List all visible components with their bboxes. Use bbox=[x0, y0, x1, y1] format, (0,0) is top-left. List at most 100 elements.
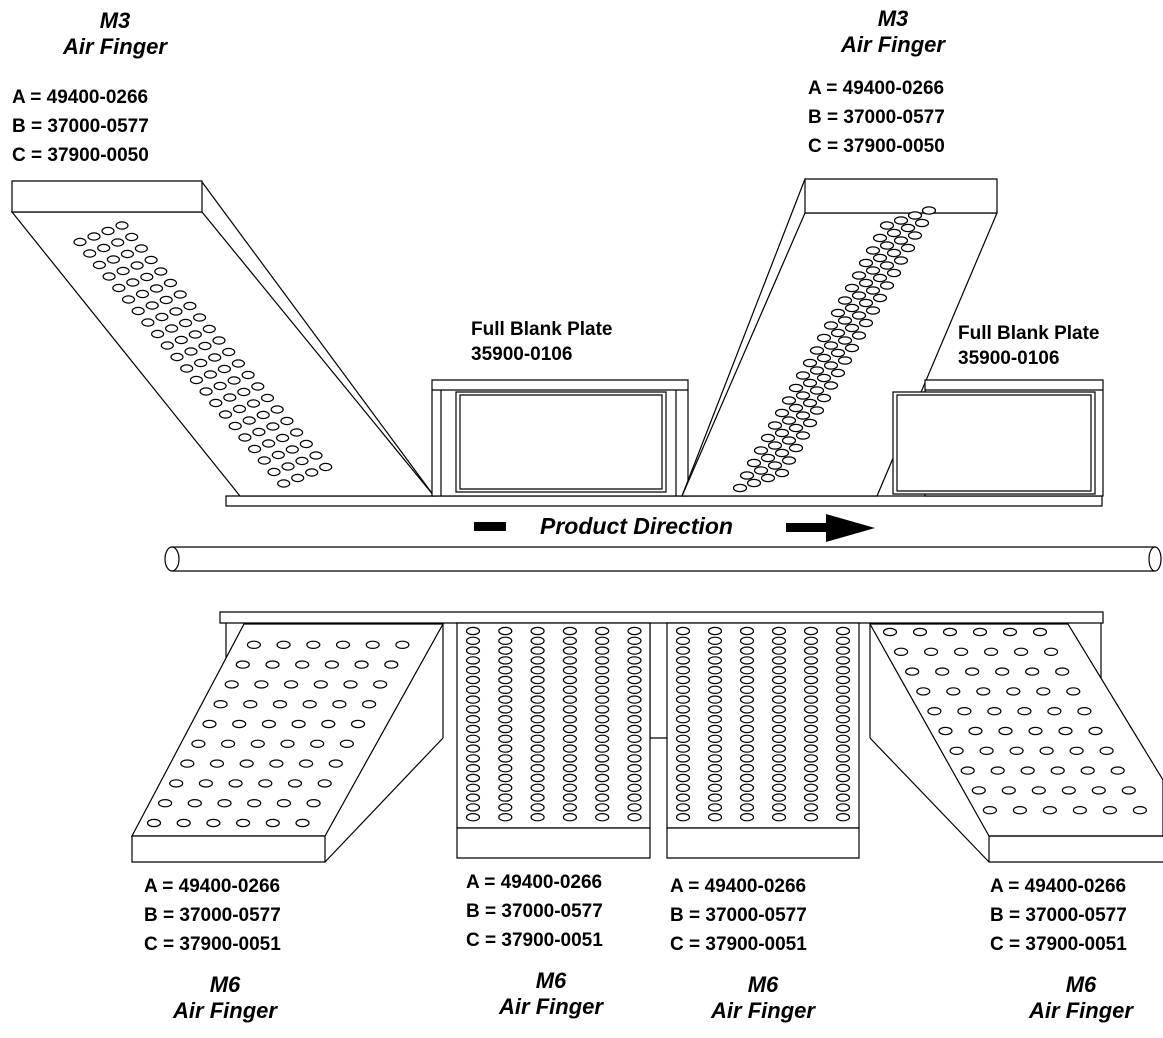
m3-right-holes bbox=[734, 207, 936, 492]
air-hole bbox=[344, 681, 357, 688]
air-hole bbox=[467, 774, 480, 781]
air-hole bbox=[84, 250, 96, 257]
air-hole bbox=[244, 701, 257, 708]
air-hole bbox=[113, 284, 125, 291]
air-hole bbox=[137, 290, 149, 297]
m3-right-part-c: C = 37900-0050 bbox=[808, 136, 945, 157]
air-hole bbox=[805, 765, 818, 772]
air-hole bbox=[257, 411, 269, 418]
air-hole bbox=[161, 342, 173, 349]
air-hole bbox=[325, 661, 338, 668]
air-hole bbox=[220, 411, 232, 418]
air-hole bbox=[363, 701, 376, 708]
air-hole bbox=[741, 676, 754, 683]
air-hole bbox=[936, 668, 949, 675]
air-hole bbox=[773, 784, 786, 791]
air-hole bbox=[467, 784, 480, 791]
m3-right-part-list: A = 49400-0266 B = 37000-0577 C = 37900-… bbox=[808, 74, 945, 161]
air-hole bbox=[499, 686, 512, 693]
air-hole bbox=[741, 657, 754, 664]
air-hole bbox=[237, 819, 250, 826]
air-hole bbox=[853, 312, 866, 319]
air-hole bbox=[846, 284, 859, 291]
air-hole bbox=[211, 760, 224, 767]
air-hole bbox=[272, 451, 284, 458]
air-hole bbox=[762, 454, 775, 461]
air-hole bbox=[249, 445, 261, 452]
m6-2-air-finger bbox=[457, 623, 650, 858]
air-hole bbox=[263, 440, 275, 447]
air-hole bbox=[499, 755, 512, 762]
air-hole bbox=[531, 794, 544, 801]
air-hole bbox=[239, 434, 251, 441]
air-hole bbox=[677, 676, 690, 683]
air-hole bbox=[306, 469, 318, 476]
air-hole bbox=[837, 814, 850, 821]
air-hole bbox=[797, 372, 810, 379]
air-hole bbox=[282, 463, 294, 470]
m6-3-holes bbox=[677, 627, 850, 820]
air-hole bbox=[776, 429, 789, 436]
m6-1-holes bbox=[148, 641, 409, 826]
air-hole bbox=[307, 800, 320, 807]
air-hole bbox=[805, 676, 818, 683]
product-direction-arrow bbox=[474, 514, 875, 542]
air-hole bbox=[628, 627, 641, 634]
m3-left-nozzle-end bbox=[12, 181, 202, 212]
air-hole bbox=[213, 337, 225, 344]
upper-mount-bar bbox=[226, 496, 1102, 506]
blank-plate-1-name: Full Blank Plate bbox=[471, 319, 613, 340]
m3-left-part-b: B = 37000-0577 bbox=[12, 116, 149, 137]
air-hole bbox=[804, 399, 817, 406]
air-hole bbox=[811, 347, 824, 354]
air-hole bbox=[818, 354, 831, 361]
air-hole bbox=[853, 332, 866, 339]
air-hole bbox=[531, 755, 544, 762]
air-hole bbox=[677, 794, 690, 801]
air-hole bbox=[837, 784, 850, 791]
air-hole bbox=[804, 419, 817, 426]
air-hole bbox=[709, 774, 722, 781]
air-hole bbox=[148, 819, 161, 826]
air-hole bbox=[881, 242, 894, 249]
air-hole bbox=[874, 274, 887, 281]
air-hole bbox=[741, 706, 754, 713]
m6-4-title: M6 Air Finger bbox=[1001, 972, 1161, 1024]
air-hole bbox=[252, 383, 264, 390]
air-hole bbox=[467, 814, 480, 821]
m6-2-part-b: B = 37000-0577 bbox=[466, 901, 603, 922]
air-hole bbox=[102, 227, 114, 234]
air-hole bbox=[839, 297, 852, 304]
air-hole bbox=[152, 330, 164, 337]
air-hole bbox=[292, 720, 305, 727]
air-hole bbox=[1004, 628, 1017, 635]
air-hole bbox=[531, 745, 544, 752]
air-hole bbox=[222, 740, 235, 747]
air-hole bbox=[773, 725, 786, 732]
air-hole bbox=[352, 720, 365, 727]
air-hole bbox=[1133, 807, 1146, 814]
m6-2-title: M6 Air Finger bbox=[471, 968, 631, 1020]
air-hole bbox=[207, 819, 220, 826]
air-hole bbox=[837, 755, 850, 762]
air-hole bbox=[1092, 787, 1105, 794]
air-hole bbox=[805, 637, 818, 644]
air-hole bbox=[709, 804, 722, 811]
m3-right-air-finger bbox=[682, 179, 997, 496]
air-hole bbox=[1059, 727, 1072, 734]
air-hole bbox=[499, 676, 512, 683]
m6-4-name: Air Finger bbox=[1029, 998, 1133, 1023]
air-hole bbox=[628, 784, 641, 791]
air-hole bbox=[596, 725, 609, 732]
air-hole bbox=[281, 417, 293, 424]
air-hole bbox=[805, 627, 818, 634]
air-hole bbox=[209, 354, 221, 361]
air-hole bbox=[888, 249, 901, 256]
air-hole bbox=[741, 667, 754, 674]
air-hole bbox=[985, 648, 998, 655]
air-hole bbox=[467, 725, 480, 732]
air-hole bbox=[296, 819, 309, 826]
air-hole bbox=[888, 229, 901, 236]
air-hole bbox=[867, 287, 880, 294]
air-hole bbox=[596, 804, 609, 811]
